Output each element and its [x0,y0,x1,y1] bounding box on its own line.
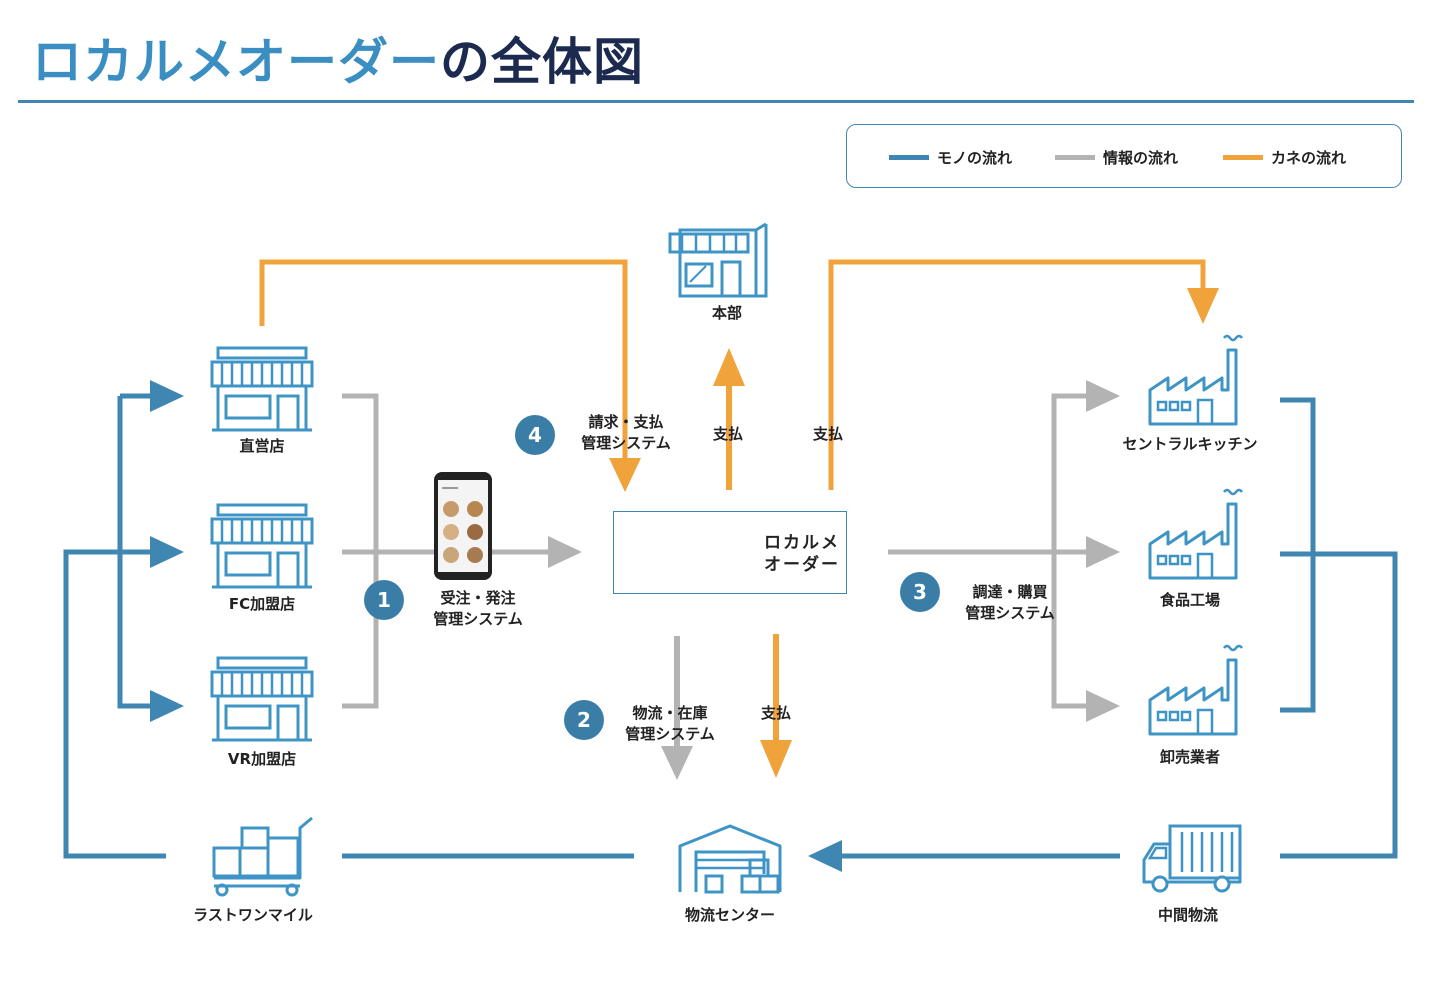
node-label-lastone: ラストワンマイル [193,906,313,924]
factory-icon-wholesaler [1148,644,1244,736]
payment-label-center: 支払 [760,704,792,722]
legend-item-mono: モノの流れ [889,125,1012,189]
factory-icon-central-kitchen [1148,334,1244,426]
node-label-fc: FC加盟店 [228,595,296,613]
legend: モノの流れ 情報の流れ カネの流れ [846,124,1402,188]
cart-icon [212,816,313,897]
title-accent: ロカルメオーダー [32,33,440,91]
system-label-4-line1: 請求・支払 [588,413,664,431]
system-label-3-line1: 調達・購買 [972,583,1048,601]
legend-swatch-mono [889,154,929,160]
logo-text-line1: ロカルメ [764,533,840,553]
legend-label-mono: モノの流れ [937,148,1013,167]
title-underline [18,100,1414,103]
logo-text: ロカルメ オーダー [764,532,840,576]
legend-swatch-info [1055,154,1095,160]
legend-label-info: 情報の流れ [1103,148,1179,167]
system-label-2-line1: 物流・在庫 [632,704,708,722]
truck-icon [1142,824,1242,893]
system-label-1-line1: 受注・発注 [440,589,516,607]
shop-icon-honbu [668,222,768,298]
legend-label-money: カネの流れ [1271,148,1347,167]
factory-icon-food [1148,488,1244,580]
system-label-3: 調達・購買 管理システム [965,582,1055,624]
payment-label-honbu: 支払 [712,425,744,443]
system-label-1-line2: 管理システム [433,610,523,628]
node-label-butsuryu-center: 物流センター [684,906,776,924]
system-label-1: 受注・発注 管理システム [433,588,523,630]
system-badge-4: 4 [515,415,555,455]
shop-icon-chokuei [210,346,314,432]
node-label-midway: 中間物流 [1157,906,1219,924]
shop-icon-vr [210,656,314,742]
warehouse-icon [678,824,782,894]
money-flow-lines [259,259,1219,778]
system-label-2: 物流・在庫 管理システム [625,703,715,745]
system-badge-3: 3 [900,572,940,612]
logo-text-line2: オーダー [764,555,840,575]
legend-swatch-money [1223,154,1263,160]
legend-item-money: カネの流れ [1223,125,1346,189]
node-label-food-factory: 食品工場 [1159,591,1221,609]
page-title: ロカルメオーダーの全体図 [32,22,644,94]
node-label-central-kitchen: セントラルキッチン [1122,435,1258,453]
node-label-honbu: 本部 [711,304,743,322]
goods-flow-lines [63,380,1398,872]
system-label-2-line2: 管理システム [625,725,715,743]
payment-label-kitchen: 支払 [812,425,844,443]
system-badge-1: 1 [364,580,404,620]
system-label-3-line2: 管理システム [965,604,1055,622]
system-label-4-line2: 管理システム [581,434,671,452]
system-label-4: 請求・支払 管理システム [581,412,671,454]
title-rest: の全体図 [440,33,644,91]
node-label-chokuei: 直営店 [239,437,285,455]
info-flow-lines [342,380,1120,780]
legend-item-info: 情報の流れ [1055,125,1178,189]
node-label-vr: VR加盟店 [227,750,297,768]
lokarume-order-logo: ロカルメ オーダー [613,511,847,594]
shop-icon-fc [210,503,314,589]
system-badge-2: 2 [564,700,604,740]
smartphone-icon [434,472,492,580]
node-label-wholesaler: 卸売業者 [1159,748,1221,766]
